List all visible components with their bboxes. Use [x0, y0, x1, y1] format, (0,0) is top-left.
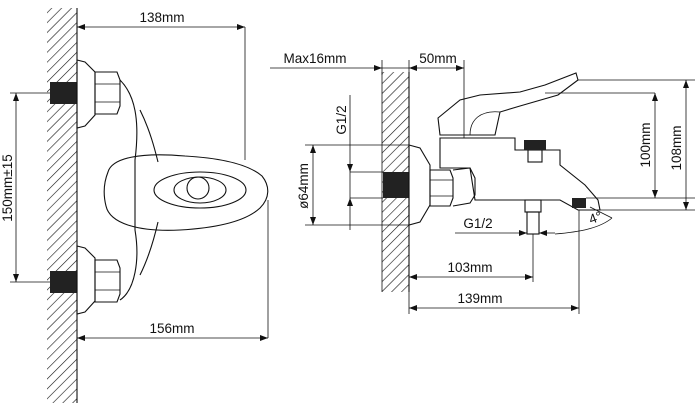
- side-lever-handle: [437, 72, 579, 136]
- dim-top-row: Max16mm 50mm: [270, 51, 465, 138]
- upper-flange: [76, 59, 96, 129]
- dim-center-distance: 150mm±15: [0, 92, 50, 283]
- dim-outlet-reach: 103mm: [409, 234, 534, 282]
- side-view: Max16mm 50mm ø64mm G1/2 G1/2: [270, 51, 695, 314]
- lower-inlet-pipe: [50, 271, 77, 293]
- dim-heights: 100mm 108mm: [545, 79, 695, 211]
- dim-inlet-thread: G1/2: [334, 95, 353, 230]
- dim-overall-depth: 138mm: [77, 10, 246, 160]
- dim-overall-reach: 139mm: [408, 210, 580, 314]
- label-outlet-reach: 103mm: [447, 260, 492, 275]
- handle-center: [186, 176, 210, 200]
- front-view: 138mm 156mm 150mm±15: [0, 8, 269, 403]
- diverter-knob: [524, 140, 546, 150]
- lever-handle: [103, 154, 269, 231]
- dim-outlet-thread: G1/2: [455, 216, 555, 236]
- label-inlet-thread: G1/2: [334, 105, 349, 134]
- outlet-pipe: [526, 211, 540, 235]
- spout-tip: [572, 198, 586, 208]
- lower-connector: [50, 245, 121, 315]
- side-nut: [429, 169, 454, 207]
- outlet-neck: [524, 199, 542, 213]
- upper-nut: [94, 71, 121, 115]
- label-center-distance: 150mm±15: [0, 154, 15, 221]
- label-angle: 4°: [587, 209, 604, 228]
- dim-flange-diameter: ø64mm: [296, 144, 409, 226]
- lower-nut: [94, 259, 121, 303]
- mixer-body-left: [119, 79, 138, 301]
- upper-connector: [50, 59, 121, 129]
- label-outlet-thread: G1/2: [463, 216, 492, 231]
- side-inlet-pipe: [383, 172, 409, 198]
- diverter-stem: [527, 149, 543, 163]
- side-body-neck: [452, 167, 476, 207]
- dim-spout-reach: 156mm: [77, 200, 269, 341]
- lower-flange: [76, 245, 96, 315]
- handle-cap-outer: [153, 171, 247, 209]
- label-overall-reach: 139mm: [457, 291, 502, 306]
- side-flange: [408, 144, 431, 226]
- label-spout-reach: 156mm: [149, 321, 194, 336]
- upper-inlet-pipe: [50, 82, 77, 104]
- label-flange-offset: 50mm: [419, 51, 457, 66]
- dim-angle: 4°: [554, 206, 613, 235]
- label-overall-depth: 138mm: [139, 10, 184, 25]
- front-wall-hatch: [47, 8, 77, 403]
- label-height-to-outlet: 100mm: [638, 122, 653, 167]
- label-overall-height: 108mm: [669, 125, 684, 170]
- label-wall-thickness: Max16mm: [283, 51, 346, 66]
- label-flange-diameter: ø64mm: [296, 163, 311, 209]
